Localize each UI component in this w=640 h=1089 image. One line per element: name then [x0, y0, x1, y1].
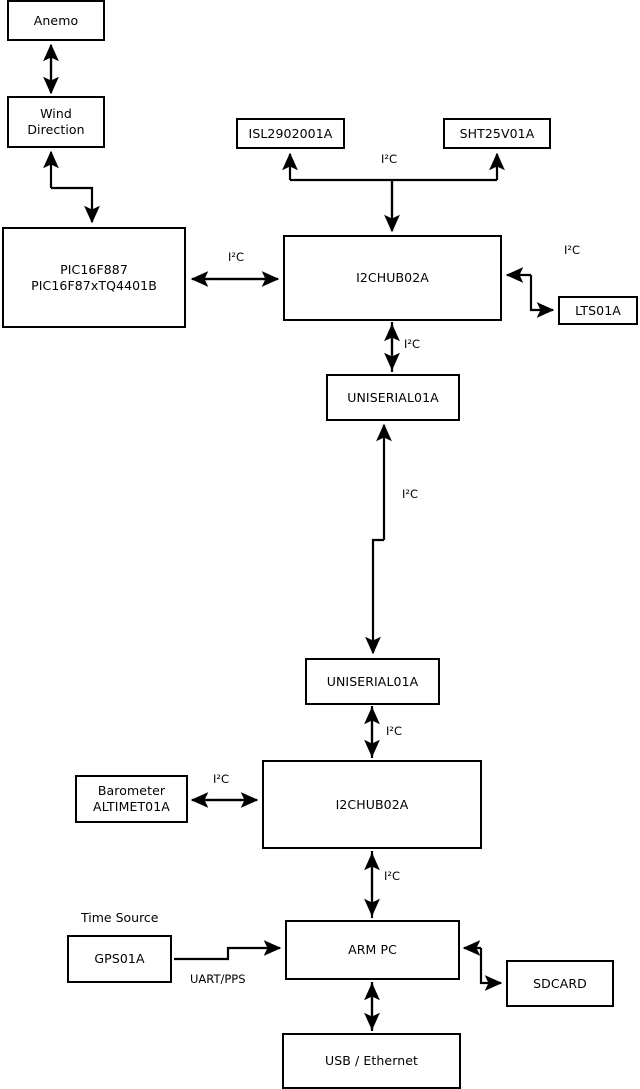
node-uniserial01a-lower-label: UNISERIAL01A — [326, 673, 419, 689]
node-arm-pc-label: ARM PC — [348, 942, 397, 958]
node-gps01a-label: GPS01A — [94, 951, 145, 967]
node-sdcard[interactable]: SDCARD — [506, 960, 614, 1007]
node-pic-mcu-label: PIC16F887 PIC16F87xTQ4401B — [31, 261, 157, 293]
edge-label-i2c-uniserial-link: I²C — [402, 487, 419, 501]
node-isl2902001a[interactable]: ISL2902001A — [236, 118, 345, 149]
node-pic-mcu[interactable]: PIC16F887 PIC16F87xTQ4401B — [2, 227, 186, 328]
node-uniserial01a-lower[interactable]: UNISERIAL01A — [305, 658, 440, 705]
node-arm-pc[interactable]: ARM PC — [285, 920, 460, 980]
node-barometer-altimet01a-label: Barometer ALTIMET01A — [93, 783, 170, 814]
node-uniserial01a-upper-label: UNISERIAL01A — [347, 389, 439, 405]
wire-wind-step — [51, 186, 100, 224]
edge-label-i2c-pic-hub: I²C — [228, 250, 245, 264]
node-lts01a[interactable]: LTS01A — [558, 296, 638, 325]
node-usb-ethernet-label: USB / Ethernet — [324, 1053, 419, 1069]
node-uniserial01a-upper[interactable]: UNISERIAL01A — [326, 374, 460, 421]
node-i2chub02a-bottom[interactable]: I2CHUB02A — [262, 760, 482, 849]
edge-label-i2c-hub2-arm: I²C — [384, 869, 401, 883]
node-isl2902001a-label: ISL2902001A — [248, 125, 333, 141]
label-time-source: Time Source — [81, 910, 159, 925]
node-anemo-label: Anemo — [33, 12, 79, 28]
edge-label-i2c-uniserial-hub2: I²C — [386, 724, 403, 738]
node-i2chub02a-top[interactable]: I2CHUB02A — [283, 235, 502, 321]
node-sht25v01a-label: SHT25V01A — [459, 125, 535, 141]
wire-hub-lts-out — [529, 275, 555, 318]
node-anemo[interactable]: Anemo — [7, 0, 105, 41]
wire-hub-sensorbus — [290, 178, 497, 230]
node-i2chub02a-top-label: I2CHUB02A — [356, 270, 429, 286]
node-gps01a[interactable]: GPS01A — [67, 935, 172, 983]
edge-label-i2c-hub-lts: I²C — [564, 243, 581, 257]
node-wind-direction[interactable]: Wind Direction — [7, 96, 105, 148]
node-sdcard-label: SDCARD — [533, 975, 587, 991]
edge-label-i2c-hub-uniserial: I²C — [404, 337, 421, 351]
edge-label-i2c-barometer-hub2: I²C — [213, 772, 230, 786]
wire-gps-arm — [174, 940, 282, 961]
wire-uni-uni-down — [365, 538, 384, 655]
node-wind-direction-label: Wind Direction — [27, 106, 85, 137]
wire-arm-sd-out — [479, 948, 503, 991]
edge-label-i2c-sensor-bus: I²C — [381, 152, 398, 166]
node-barometer-altimet01a[interactable]: Barometer ALTIMET01A — [75, 775, 188, 823]
node-usb-ethernet[interactable]: USB / Ethernet — [282, 1033, 461, 1089]
node-i2chub02a-bottom-label: I2CHUB02A — [335, 796, 409, 812]
node-lts01a-label: LTS01A — [575, 302, 621, 318]
node-sht25v01a[interactable]: SHT25V01A — [443, 118, 551, 149]
edge-label-uart-pps: UART/PPS — [190, 972, 246, 986]
